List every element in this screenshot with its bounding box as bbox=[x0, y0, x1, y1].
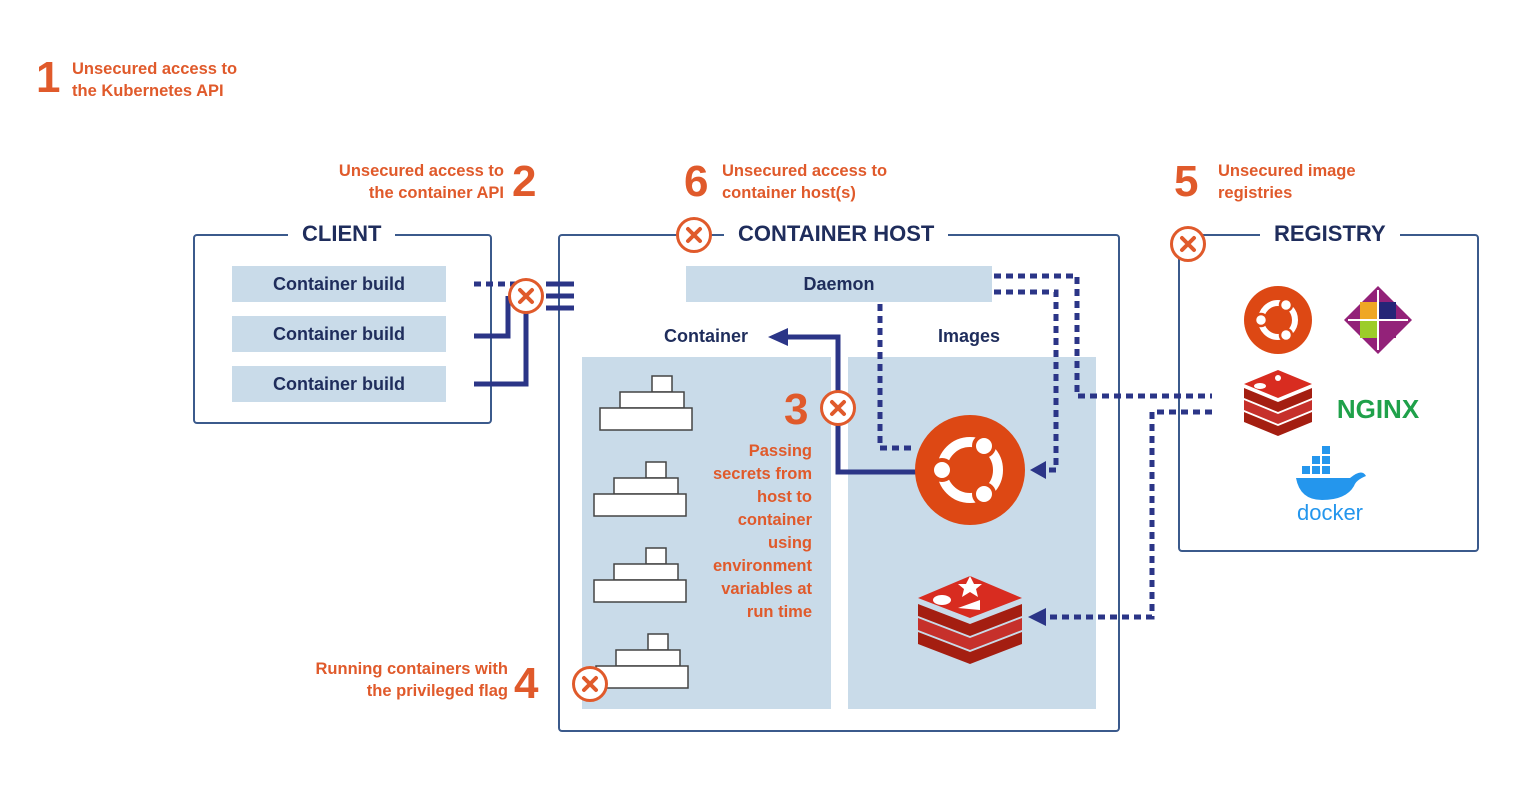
issue-1-text: Unsecured access to the Kubernetes API bbox=[72, 58, 237, 102]
nginx-logo: NGINX bbox=[1337, 394, 1420, 424]
issue-2-text: Unsecured access to the container API bbox=[280, 160, 504, 204]
redis-image-icon bbox=[918, 576, 1022, 664]
close-icon bbox=[582, 676, 598, 692]
issue-3-line2: secrets from bbox=[712, 465, 812, 483]
arrow-to-ubuntu-icon bbox=[1030, 461, 1046, 479]
issue-3-line4: container bbox=[737, 511, 812, 529]
issue-1-line2: the Kubernetes API bbox=[72, 82, 224, 100]
issue-6-line1: Unsecured access to bbox=[722, 162, 888, 180]
container-stack-2-icon bbox=[593, 461, 687, 517]
container-build-1: Container build bbox=[232, 266, 446, 302]
issue-3-line5: using bbox=[768, 534, 812, 552]
close-icon bbox=[686, 227, 702, 243]
container-host-title: CONTAINER HOST bbox=[724, 221, 949, 247]
client-connectors bbox=[474, 281, 574, 387]
issue-3-line3: host to bbox=[757, 488, 812, 506]
registry-title: REGISTRY bbox=[1260, 221, 1400, 247]
daemon-bar: Daemon bbox=[686, 266, 992, 302]
container-stacks bbox=[593, 375, 693, 689]
issue-1-line1: Unsecured access to bbox=[72, 60, 238, 78]
issue-5-x-icon bbox=[1170, 226, 1206, 262]
daemon-to-registry-dash bbox=[994, 273, 1212, 399]
container-build-2: Container build bbox=[232, 316, 446, 352]
images-label: Images bbox=[938, 326, 1001, 346]
daemon-to-ubuntu-dash bbox=[877, 304, 914, 451]
arrow-to-redis-icon bbox=[1028, 608, 1046, 626]
client-title: CLIENT bbox=[288, 221, 396, 247]
redis-logo bbox=[1244, 370, 1312, 436]
issue-6-x-icon bbox=[676, 217, 712, 253]
centos-logo bbox=[1344, 286, 1412, 354]
issue-4-x-icon bbox=[572, 666, 608, 702]
issue-1-number: 1 bbox=[36, 53, 61, 102]
build-2-line bbox=[474, 296, 511, 339]
issue-6-text: Unsecured access to container host(s) bbox=[722, 160, 887, 204]
build-3-line bbox=[474, 296, 529, 387]
issue-4-number: 4 bbox=[514, 659, 539, 708]
issue-3-number: 3 bbox=[784, 385, 809, 434]
close-icon bbox=[830, 400, 846, 416]
ubuntu-logo bbox=[1244, 286, 1312, 354]
container-stack-4-icon bbox=[595, 633, 689, 689]
issue-4-text: Running containers with the privileged f… bbox=[276, 658, 509, 702]
docker-logo: docker bbox=[1296, 446, 1366, 525]
container-stack-3-icon bbox=[593, 547, 687, 603]
issue-5-line1: Unsecured image bbox=[1218, 162, 1356, 180]
issue-3-line1: Passing bbox=[748, 442, 812, 460]
daemon-to-image-dash bbox=[994, 289, 1059, 473]
issue-5-text: Unsecured image registries bbox=[1218, 160, 1356, 204]
registry-to-redis-dash bbox=[1046, 409, 1212, 620]
container-build-3: Container build bbox=[232, 366, 446, 402]
issue-2-x-icon bbox=[508, 278, 544, 314]
issue-5-line2: registries bbox=[1218, 184, 1293, 202]
issue-3-line7: variables at bbox=[721, 580, 812, 598]
issue-2-line2: the container API bbox=[368, 184, 504, 202]
issue-6-line2: container host(s) bbox=[722, 184, 856, 202]
issue-3-text: Passing secrets from host to container u… bbox=[672, 440, 812, 624]
issue-3-line8: run time bbox=[746, 603, 812, 621]
docker-logo-text: docker bbox=[1297, 500, 1363, 525]
arrow-to-container-icon bbox=[768, 328, 788, 346]
issue-5-number: 5 bbox=[1174, 157, 1199, 206]
issue-6-number: 6 bbox=[684, 157, 709, 206]
container-label: Container bbox=[664, 326, 749, 346]
container-stack-1-icon bbox=[599, 375, 693, 431]
ubuntu-image-icon bbox=[915, 415, 1025, 525]
close-icon bbox=[1180, 236, 1196, 252]
close-icon bbox=[518, 288, 534, 304]
issue-2-line1: Unsecured access to bbox=[338, 162, 504, 180]
issue-4-line1: Running containers with bbox=[315, 660, 509, 678]
issue-4-line2: the privileged flag bbox=[366, 682, 508, 700]
api-input-lines bbox=[546, 281, 574, 311]
issue-2-number: 2 bbox=[512, 157, 537, 206]
issue-3-x-icon bbox=[820, 390, 856, 426]
issue-3-line6: environment bbox=[712, 557, 812, 575]
